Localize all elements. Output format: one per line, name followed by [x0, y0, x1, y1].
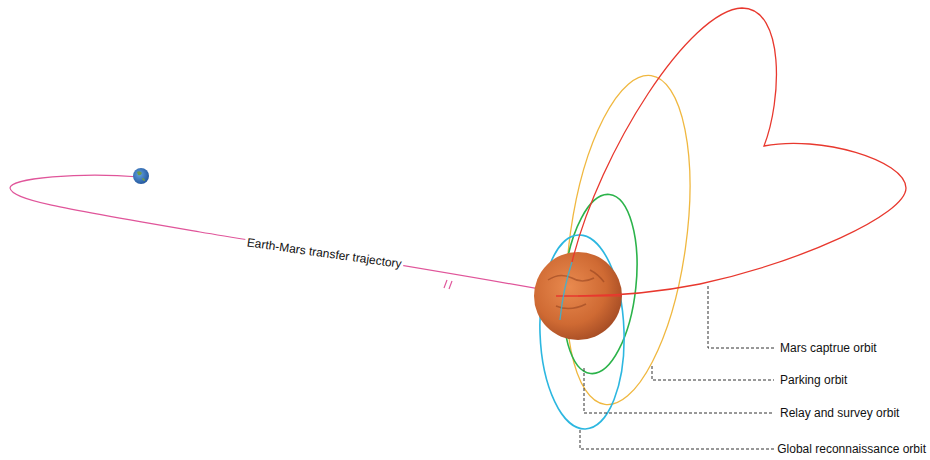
- leader-lines: [580, 286, 774, 449]
- orbit-label: Parking orbit: [780, 373, 847, 387]
- earth: [133, 168, 149, 184]
- parking-orbit: [547, 68, 708, 413]
- capture-orbit-front: [578, 295, 622, 296]
- orbit-label: Global reconnaissance orbit: [777, 442, 926, 456]
- capture-orbit: [556, 8, 906, 296]
- orbit-label: Mars captrue orbit: [780, 341, 877, 355]
- mars-surface: [548, 270, 604, 309]
- break-mark: [444, 280, 452, 289]
- transfer-trajectory: [10, 175, 578, 296]
- global-orbit-front: [560, 262, 572, 320]
- orbit-label: Relay and survey orbit: [780, 406, 899, 420]
- mars: [534, 252, 622, 340]
- earth-land: [137, 171, 145, 181]
- trajectory-label: Earth-Mars transfer trajectory: [244, 235, 404, 271]
